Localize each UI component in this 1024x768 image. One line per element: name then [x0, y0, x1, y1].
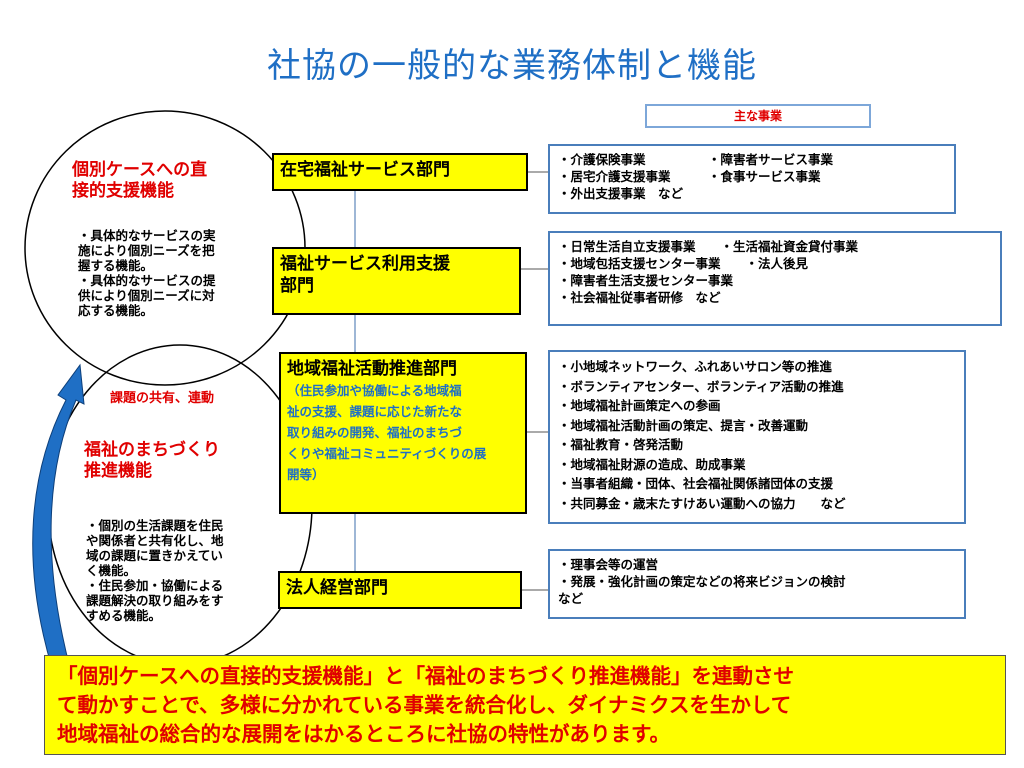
- summary-line: 「個別ケースへの直接的支援機能」と「福祉のまちづくり推進機能」を連動させ: [57, 664, 794, 688]
- shared-label: 課題の共有、連動: [110, 391, 215, 406]
- upper-heading-line: 個別ケースへの直: [72, 160, 208, 180]
- summary-box: 「個別ケースへの直接的支援機能」と「福祉のまちづくり推進機能」を連動させ て動か…: [44, 655, 1006, 755]
- lower-body-line: ・住民参加・協働による: [86, 578, 224, 593]
- lower-heading-line: 推進機能: [84, 461, 152, 481]
- service-item: ・日常生活自立支援事業 ・生活福祉資金貸付事業: [558, 239, 859, 254]
- service-item: ・理事会等の運営: [558, 557, 659, 572]
- lower-body: ・個別の生活課題を住民 や関係者と共有化し、地 域の課題に置きかえてい く機能。…: [86, 518, 224, 623]
- service-item: ・ボランティアセンター、ボランティア活動の推進: [558, 378, 844, 394]
- dept-note-line: （住民参加や協働による地域福: [287, 383, 462, 398]
- dept-label: 地域福祉活動推進部門: [287, 359, 457, 379]
- dept-note: （住民参加や協働による地域福 祉の支援、課題に応じた新たな 取り組みの開発、福祉…: [287, 380, 519, 485]
- lower-heading-line: 福祉のまちづくり: [84, 440, 220, 460]
- lower-body-line: や関係者と共有化し、地: [86, 533, 224, 548]
- page-title: 社協の一般的な業務体制と機能: [267, 46, 757, 86]
- upper-body-line: ・具体的なサービスの実: [78, 228, 216, 243]
- lower-body-line: ・個別の生活課題を住民: [86, 518, 224, 533]
- service-item: ・共同募金・歳末たすけあい運動への協力 など: [558, 495, 846, 511]
- services-community-activity: ・小地域ネットワーク、ふれあいサロン等の推進 ・ボランティアセンター、ボランティ…: [548, 350, 966, 524]
- lower-body-line: 課題解決の取り組みをす: [86, 593, 224, 608]
- dept-home-welfare: 在宅福祉サービス部門: [272, 153, 528, 191]
- upper-body-line: ・具体的なサービスの提: [78, 273, 216, 288]
- dept-note-line: 祉の支援、課題に応じた新たな: [287, 404, 463, 419]
- service-item: ・福祉教育・啓発活動: [558, 437, 684, 452]
- upper-heading-line: 接的支援機能: [72, 181, 174, 201]
- service-item: ・介護保険事業 ・障害者サービス事業: [558, 152, 834, 167]
- dept-note-line: くりや福祉コミュニティづくりの展: [287, 446, 487, 461]
- services-service-support: ・日常生活自立支援事業 ・生活福祉資金貸付事業 ・地域包括支援センター事業 ・法…: [548, 231, 1002, 326]
- summary-line: 地域福祉の総合的な展開をはかるところに社協の特性があります。: [57, 722, 670, 746]
- service-item: ・地域福祉財源の造成、助成事業: [558, 456, 746, 472]
- dept-label: 部門: [280, 276, 314, 296]
- dept-label: 在宅福祉サービス部門: [280, 160, 450, 180]
- dept-note-line: 取り組みの開発、福祉のまちづ: [287, 425, 463, 440]
- upper-body-line: 握する機能。: [78, 258, 154, 273]
- dept-corporate-management: 法人経営部門: [278, 571, 522, 609]
- service-item: ・当事者組織・団体、社会福祉関係諸団体の支援: [558, 476, 834, 491]
- arrow-icon: [32, 363, 85, 669]
- lower-body-line: すめる機能。: [86, 608, 162, 623]
- dept-service-support: 福祉サービス利用支援 部門: [272, 247, 521, 315]
- service-item: ・居宅介護支援事業 ・食事サービス事業: [558, 169, 821, 184]
- lower-body-line: 域の課題に置きかえてい: [86, 548, 223, 563]
- service-item: ・障害者生活支援センター事業: [558, 273, 734, 288]
- dept-label: 法人経営部門: [286, 578, 388, 598]
- upper-heading: 個別ケースへの直 接的支援機能: [72, 160, 207, 202]
- service-item: ・地域福祉活動計画の策定、提言・改善運動: [558, 417, 809, 433]
- services-home-welfare: ・介護保険事業 ・障害者サービス事業 ・居宅介護支援事業 ・食事サービス事業 ・…: [548, 144, 956, 214]
- upper-body-line: 応する機能。: [78, 303, 154, 318]
- services-corporate-management: ・理事会等の運営 ・発展・強化計画の策定などの将来ビジョンの検討 など: [548, 549, 966, 619]
- upper-body-line: 施により個別ニーズを把: [78, 243, 215, 258]
- service-item: ・地域福祉計画策定への参画: [558, 398, 721, 413]
- lower-heading: 福祉のまちづくり 推進機能: [84, 440, 220, 482]
- dept-label: 福祉サービス利用支援: [280, 254, 450, 274]
- upper-body: ・具体的なサービスの実 施により個別ニーズを把 握する機能。 ・具体的なサービス…: [78, 228, 216, 318]
- summary-line: て動かすことで、多様に分かれている事業を統合化し、ダイナミクスを生かして: [57, 693, 792, 717]
- legend-main-business: 主な事業: [645, 104, 871, 128]
- service-item: ・外出支援事業 など: [558, 186, 684, 201]
- service-item: など: [558, 591, 584, 606]
- dept-community-activity: 地域福祉活動推進部門 （住民参加や協働による地域福 祉の支援、課題に応じた新たな…: [279, 352, 527, 514]
- service-item: ・小地域ネットワーク、ふれあいサロン等の推進: [558, 359, 832, 374]
- service-item: ・地域包括支援センター事業 ・法人後見: [558, 256, 809, 271]
- service-item: ・発展・強化計画の策定などの将来ビジョンの検討: [558, 574, 846, 589]
- service-item: ・社会福祉従事者研修 など: [558, 290, 721, 305]
- dept-note-line: 開等）: [287, 467, 325, 482]
- lower-body-line: く機能。: [86, 563, 137, 578]
- upper-body-line: 供により個別ニーズに対: [78, 288, 215, 303]
